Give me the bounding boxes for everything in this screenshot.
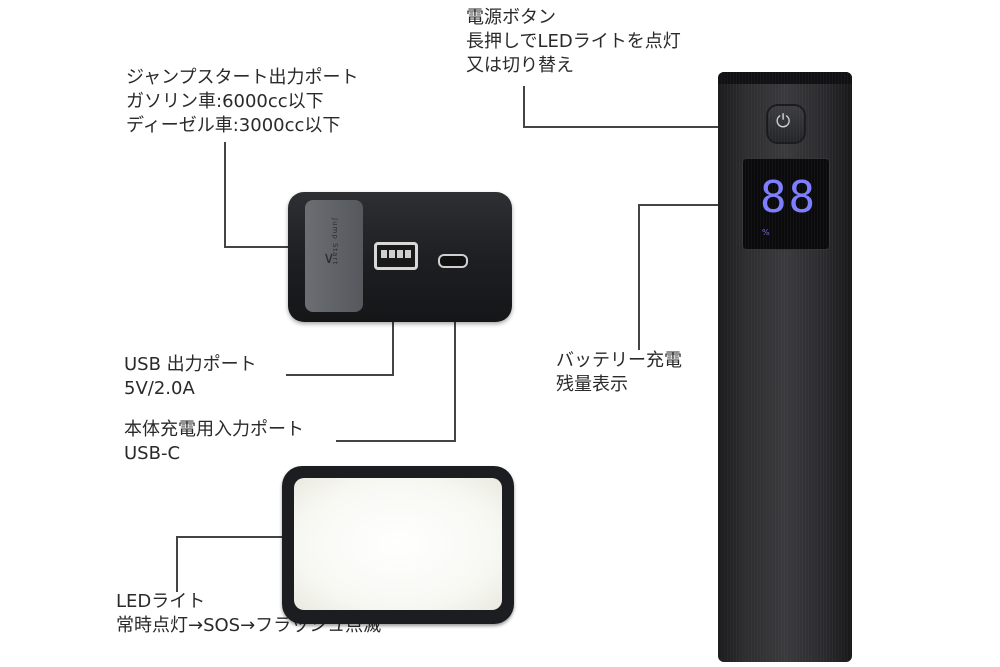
leader-line: [176, 536, 178, 592]
cap-text: Jump Start: [331, 218, 339, 266]
leader-line: [454, 266, 456, 442]
leader-line: [224, 246, 320, 248]
port-panel: Jump Start ∨: [288, 192, 512, 322]
led-light: [282, 466, 514, 624]
usb-a-port: [374, 242, 418, 270]
leader-line: [286, 374, 394, 376]
usb-output-label: USB 出力ポート 5V/2.0A: [124, 354, 257, 399]
leader-line: [523, 86, 525, 128]
chevron-down-icon: ∨: [323, 248, 335, 267]
top-band: [718, 72, 852, 84]
jump-start-port-cap: Jump Start ∨: [305, 200, 363, 312]
leader-line: [176, 536, 366, 538]
battery-label: バッテリー充電 残量表示: [556, 350, 682, 395]
usb-c-port: [438, 254, 468, 268]
display-digits: 88: [760, 172, 817, 223]
led-panel: [294, 478, 502, 610]
leader-line: [336, 440, 456, 442]
input-port-label: 本体充電用入力ポート USB-C: [124, 419, 304, 464]
leader-line: [638, 204, 640, 350]
power-button[interactable]: ⏻: [768, 106, 804, 142]
leader-line: [523, 126, 771, 128]
power-icon: ⏻: [776, 111, 791, 132]
power-bank-body: ⏻ 88 %: [718, 72, 852, 662]
display-unit: %: [762, 228, 770, 237]
leader-line: [638, 204, 762, 206]
battery-display: 88 %: [742, 158, 830, 250]
leader-line: [224, 142, 226, 248]
power-button-label: 電源ボタン 長押しでLEDライトを点灯 又は切り替え: [466, 7, 681, 76]
jump-start-label: ジャンプスタート出力ポート ガソリン車:6000cc以下 ディーゼル車:3000…: [126, 67, 359, 136]
